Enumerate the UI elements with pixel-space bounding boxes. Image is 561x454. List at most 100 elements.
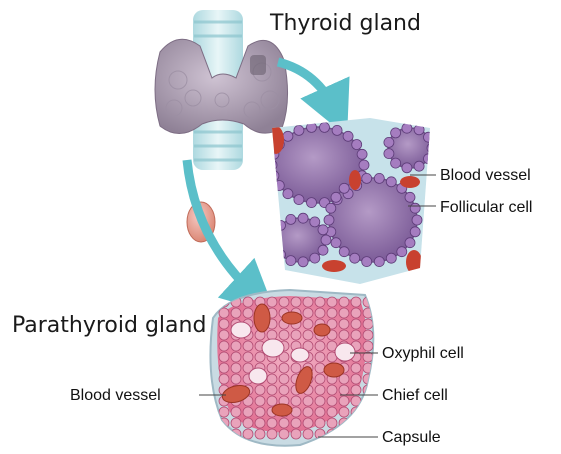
follicular-cell xyxy=(318,245,328,255)
follicular-cell xyxy=(298,213,308,223)
chief-cell xyxy=(339,407,349,417)
follicular-cell xyxy=(267,160,277,170)
chief-cell xyxy=(363,330,373,340)
chief-cell xyxy=(279,330,289,340)
chief-cell xyxy=(267,385,277,395)
chief-cell xyxy=(231,418,241,428)
chief-cell xyxy=(351,297,361,307)
chief-cell xyxy=(339,308,349,318)
chief-cell xyxy=(315,341,325,351)
chief-cell xyxy=(243,352,253,362)
follicular-cell xyxy=(424,154,434,164)
label-blood-vessel-parathyroid: Blood vessel xyxy=(70,387,161,404)
chief-cell xyxy=(279,297,289,307)
chief-cell xyxy=(279,385,289,395)
thyroid-tissue-section xyxy=(267,112,438,292)
chief-cell xyxy=(291,363,301,373)
chief-cell xyxy=(291,418,301,428)
chief-cell xyxy=(291,396,301,406)
chief-cell xyxy=(219,352,229,362)
chief-cell xyxy=(231,341,241,351)
follicular-cell xyxy=(283,189,293,199)
chief-cell xyxy=(303,429,313,439)
chief-cell xyxy=(315,385,325,395)
chief-cell xyxy=(363,341,373,351)
chief-cell xyxy=(267,363,277,373)
follicular-cell xyxy=(402,163,412,173)
chief-cell xyxy=(351,374,361,384)
chief-cell xyxy=(339,297,349,307)
follicular-cell xyxy=(374,257,384,267)
chief-cell xyxy=(315,374,325,384)
chief-cell xyxy=(327,308,337,318)
chief-cell xyxy=(231,363,241,373)
chief-cell xyxy=(339,319,349,329)
chief-cell xyxy=(231,352,241,362)
chief-cell xyxy=(327,407,337,417)
follicular-cell xyxy=(283,131,293,141)
chief-cell xyxy=(231,308,241,318)
chief-cell xyxy=(219,341,229,351)
follicular-cell xyxy=(414,161,424,171)
chief-cell xyxy=(267,374,277,384)
follicular-cell xyxy=(410,227,420,237)
follicular-cell xyxy=(332,125,342,135)
chief-cell xyxy=(219,319,229,329)
follicular-cell xyxy=(386,177,396,187)
chief-cell xyxy=(363,407,373,417)
parathyroid-tissue-section xyxy=(210,290,373,446)
chief-cell xyxy=(303,319,313,329)
chief-cell xyxy=(291,429,301,439)
follicular-cell xyxy=(391,158,401,168)
chief-cell xyxy=(243,429,253,439)
chief-cell xyxy=(363,319,373,329)
follicular-cell xyxy=(321,235,331,245)
chief-cell xyxy=(231,407,241,417)
chief-cell xyxy=(315,418,325,428)
follicular-cell xyxy=(414,125,424,135)
chief-cell xyxy=(339,396,349,406)
chief-cell xyxy=(303,418,313,428)
label-follicular-cell: Follicular cell xyxy=(440,199,532,216)
follicular-cell xyxy=(286,214,296,224)
chief-cell xyxy=(351,363,361,373)
follicular-cell xyxy=(386,253,396,263)
follicular-cell xyxy=(276,220,286,230)
follicular-cell xyxy=(331,192,341,202)
chief-cell xyxy=(255,407,265,417)
follicular-cell xyxy=(331,238,341,248)
follicular-cell xyxy=(424,132,434,142)
chief-cell xyxy=(363,418,373,428)
follicular-cell xyxy=(310,253,320,263)
chief-cell xyxy=(243,407,253,417)
follicular-cell xyxy=(320,122,330,132)
chief-cell xyxy=(267,418,277,428)
chief-cell xyxy=(291,297,301,307)
follicular-cell xyxy=(384,137,394,147)
follicular-cell xyxy=(384,149,394,159)
chief-cell xyxy=(327,418,337,428)
follicular-cell xyxy=(307,198,317,208)
chief-cell xyxy=(327,297,337,307)
chief-cell xyxy=(291,330,301,340)
chief-cell xyxy=(291,407,301,417)
chief-cell xyxy=(327,385,337,395)
follicular-cell xyxy=(294,195,304,205)
chief-cell xyxy=(267,429,277,439)
chief-cell xyxy=(339,385,349,395)
chief-cell xyxy=(267,297,277,307)
chief-cell xyxy=(303,330,313,340)
follicular-cell xyxy=(307,122,317,132)
follicular-cell xyxy=(391,128,401,138)
follicular-cell xyxy=(326,203,336,213)
chief-cell xyxy=(279,429,289,439)
follicular-cell xyxy=(362,257,372,267)
label-capsule: Capsule xyxy=(382,429,441,446)
follicular-cell xyxy=(269,171,279,181)
chief-cell xyxy=(339,330,349,340)
chief-cell xyxy=(327,396,337,406)
chief-cell xyxy=(255,352,265,362)
chief-cell xyxy=(243,418,253,428)
chief-cell xyxy=(363,396,373,406)
chief-cell xyxy=(243,308,253,318)
